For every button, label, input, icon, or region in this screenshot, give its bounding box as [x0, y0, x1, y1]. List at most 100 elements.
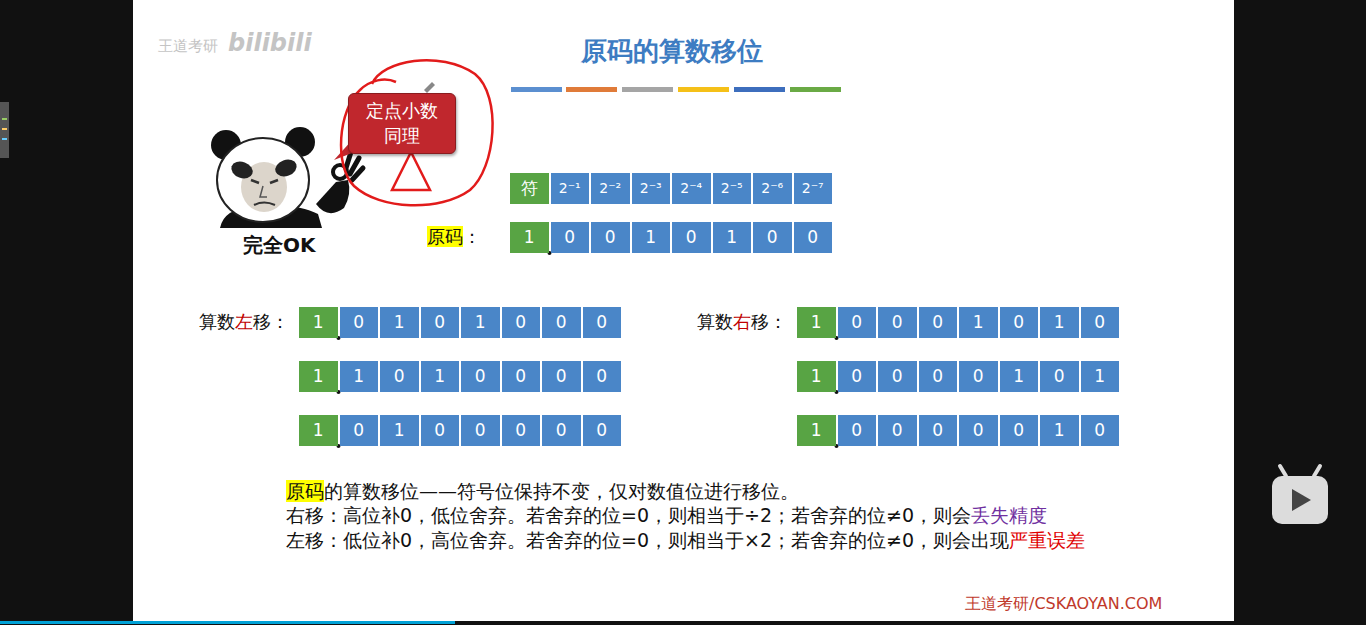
bit-value: 0	[596, 367, 607, 386]
text-line: 原码：	[427, 225, 481, 248]
bit-value: 1	[475, 313, 486, 332]
note-text: 左移：低位补0，高位舍弃。若舍弃的位=0，则相当于×2；若舍弃的位≠0，则会出现	[286, 529, 1009, 551]
bit-cell: 0	[583, 361, 622, 392]
bit-cell: 1	[1040, 307, 1079, 338]
bit-weight-label: 2⁻¹	[559, 181, 581, 196]
bit-weight-label: 2⁻⁴	[680, 181, 702, 196]
bit-cell: 0	[878, 307, 917, 338]
row-label: 移：	[253, 311, 289, 332]
bit-cell: 0	[838, 415, 877, 446]
bit-weight-cell: 2⁻⁶	[753, 173, 792, 204]
row-label: 左	[235, 311, 253, 332]
panda-eye-patch	[273, 157, 299, 180]
bit-value: 0	[851, 313, 862, 332]
bit-value: 1	[1054, 313, 1065, 332]
bit-value: 0	[892, 313, 903, 332]
bit-value: 0	[892, 421, 903, 440]
sign-bit-cell: 1	[797, 361, 836, 392]
panda-mouth	[254, 203, 275, 206]
bit-value: 1	[973, 313, 984, 332]
bit-weight-label: 2⁻³	[640, 181, 662, 196]
side-widget-tick	[2, 138, 7, 140]
bit-value: 0	[932, 421, 943, 440]
pen-cursor	[424, 82, 435, 93]
tv-antenna	[1280, 466, 1320, 476]
bit-value: 0	[932, 313, 943, 332]
bit-cell: 0	[838, 361, 877, 392]
panda-hand	[316, 180, 349, 213]
bit-cell: 0	[542, 415, 581, 446]
bit-value: 0	[434, 313, 445, 332]
text-line: 算数左移：	[199, 310, 289, 333]
bit-value: 1	[394, 313, 405, 332]
bit-value: 0	[515, 421, 526, 440]
bit-cell: 0	[919, 361, 958, 392]
bit-value: 0	[353, 421, 364, 440]
bit-cell: 1	[1081, 361, 1120, 392]
bit-cell: 0	[421, 415, 460, 446]
bit-cell: 1	[461, 307, 500, 338]
row-label: 移：	[751, 311, 787, 332]
bit-cell: 0	[340, 415, 379, 446]
bit-value: 1	[726, 228, 737, 247]
hand-drawn-triangle	[392, 152, 430, 190]
bit-value: 0	[1013, 421, 1024, 440]
bit-value: 0	[564, 228, 575, 247]
bit-value: 0	[475, 367, 486, 386]
sign-header-cell: 符	[510, 173, 549, 204]
bit-cell: 0	[878, 361, 917, 392]
hand-drawn-circle	[341, 60, 493, 205]
text-line: 原码的算数移位——符号位保持不变，仅对数值位进行移位。	[286, 479, 799, 504]
row-label: 算数	[199, 311, 235, 332]
bit-value: 0	[556, 421, 567, 440]
panda-fingers	[346, 152, 363, 180]
panda-eye-patch	[229, 159, 255, 182]
bit-weight-cell: 2⁻⁵	[713, 173, 752, 204]
meme-caption: 完全OK	[243, 233, 316, 257]
bit-cell: 0	[959, 361, 998, 392]
sign-bit-cell: 1	[299, 415, 338, 446]
bit-cell: 0	[1000, 415, 1039, 446]
bit-value: 0	[353, 313, 364, 332]
bit-cell: 0	[502, 307, 541, 338]
bit-value: 0	[556, 313, 567, 332]
bit-cell: 0	[1081, 415, 1120, 446]
watermark: 王道考研	[158, 37, 218, 55]
bit-value: 0	[605, 228, 616, 247]
text-line: 王道考研/CSKAOYAN.COM	[965, 594, 1162, 615]
bit-value: 0	[973, 421, 984, 440]
strip-segment	[566, 87, 617, 92]
bit-cell: 0	[380, 361, 419, 392]
sign-bit-cell: 1	[299, 361, 338, 392]
bit-weight-label: 2⁻⁶	[761, 181, 783, 196]
bit-value: 0	[1094, 313, 1105, 332]
bit-value: 0	[434, 421, 445, 440]
bit-cell: 0	[753, 222, 792, 253]
bit-value: 1	[524, 228, 535, 247]
bit-weight-label: 符	[521, 179, 538, 198]
panda-head	[217, 138, 309, 222]
bit-cell: 0	[878, 415, 917, 446]
bit-weight-label: 2⁻²	[599, 181, 621, 196]
bit-cell: 0	[838, 307, 877, 338]
sign-bit-cell: 1	[299, 307, 338, 338]
bit-value: 0	[515, 367, 526, 386]
bit-value: 1	[811, 313, 822, 332]
bit-value: 0	[932, 367, 943, 386]
bit-cell: 0	[340, 307, 379, 338]
bit-value: 0	[596, 421, 607, 440]
bit-weight-cell: 2⁻⁴	[672, 173, 711, 204]
bit-cell: 0	[591, 222, 630, 253]
text-line: 算数右移：	[697, 310, 787, 333]
bit-value: 0	[851, 421, 862, 440]
bit-weight-cell: 2⁻⁷	[794, 173, 833, 204]
bit-cell: 0	[1040, 361, 1079, 392]
bit-value: 1	[353, 367, 364, 386]
bit-value: 1	[645, 228, 656, 247]
tv-body	[1272, 476, 1328, 524]
bit-value: 1	[811, 421, 822, 440]
sign-bit-cell: 1	[797, 415, 836, 446]
callout-text: 定点小数 同理	[363, 99, 440, 148]
bit-cell: 0	[583, 307, 622, 338]
bit-value: 1	[1054, 421, 1065, 440]
